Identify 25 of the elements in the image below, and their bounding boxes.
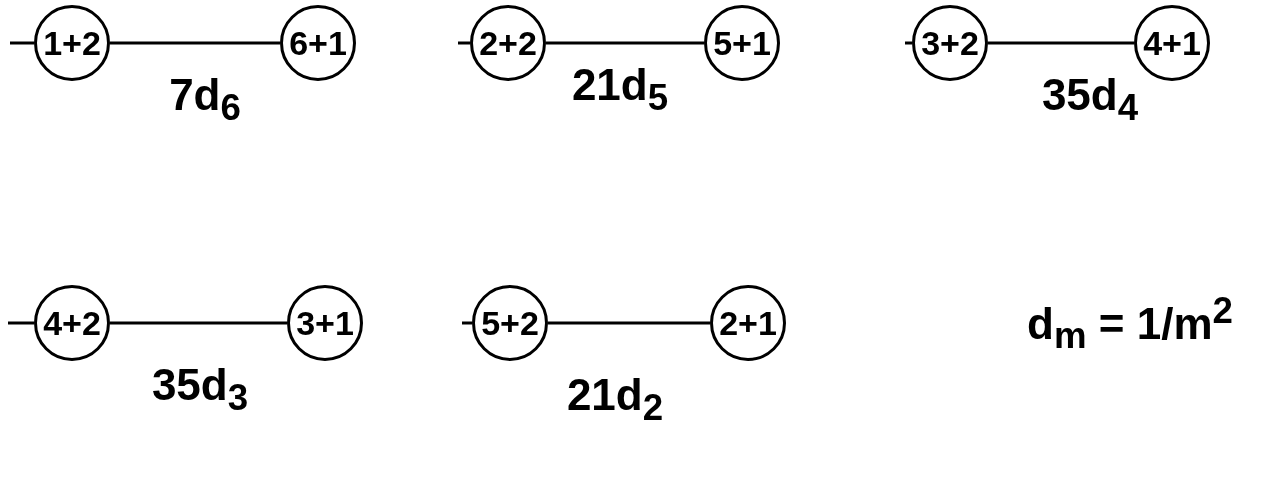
- connector-line: [110, 41, 280, 45]
- connector-line: [905, 41, 912, 45]
- node-circle: 2+2: [470, 5, 546, 81]
- connector-line: [8, 321, 34, 325]
- node-circle: 4+2: [34, 285, 110, 361]
- connector-line: [110, 321, 287, 325]
- formula-label: 21d$_{5}$: [571, 60, 669, 119]
- node-circle: 1+2: [34, 5, 110, 81]
- formula-label: d$_{m}$ = 1/m$^{2}$: [1027, 290, 1233, 358]
- formula-label: 21d$_{2}$: [566, 370, 664, 429]
- node-circle: 3+1: [287, 285, 363, 361]
- node-circle: 2+1: [710, 285, 786, 361]
- connector-line: [988, 41, 1134, 45]
- node-circle: 4+1: [1134, 5, 1210, 81]
- node-circle: 5+1: [704, 5, 780, 81]
- node-circle: 6+1: [280, 5, 356, 81]
- connector-line: [458, 41, 470, 45]
- formula-label: 7d$_{6}$: [169, 70, 241, 129]
- formula-label: 35d$_{3}$: [151, 360, 249, 419]
- connector-line: [462, 321, 472, 325]
- node-circle: 5+2: [472, 285, 548, 361]
- connector-line: [548, 321, 710, 325]
- connector-line: [10, 41, 34, 45]
- connector-line: [546, 41, 704, 45]
- node-circle: 3+2: [912, 5, 988, 81]
